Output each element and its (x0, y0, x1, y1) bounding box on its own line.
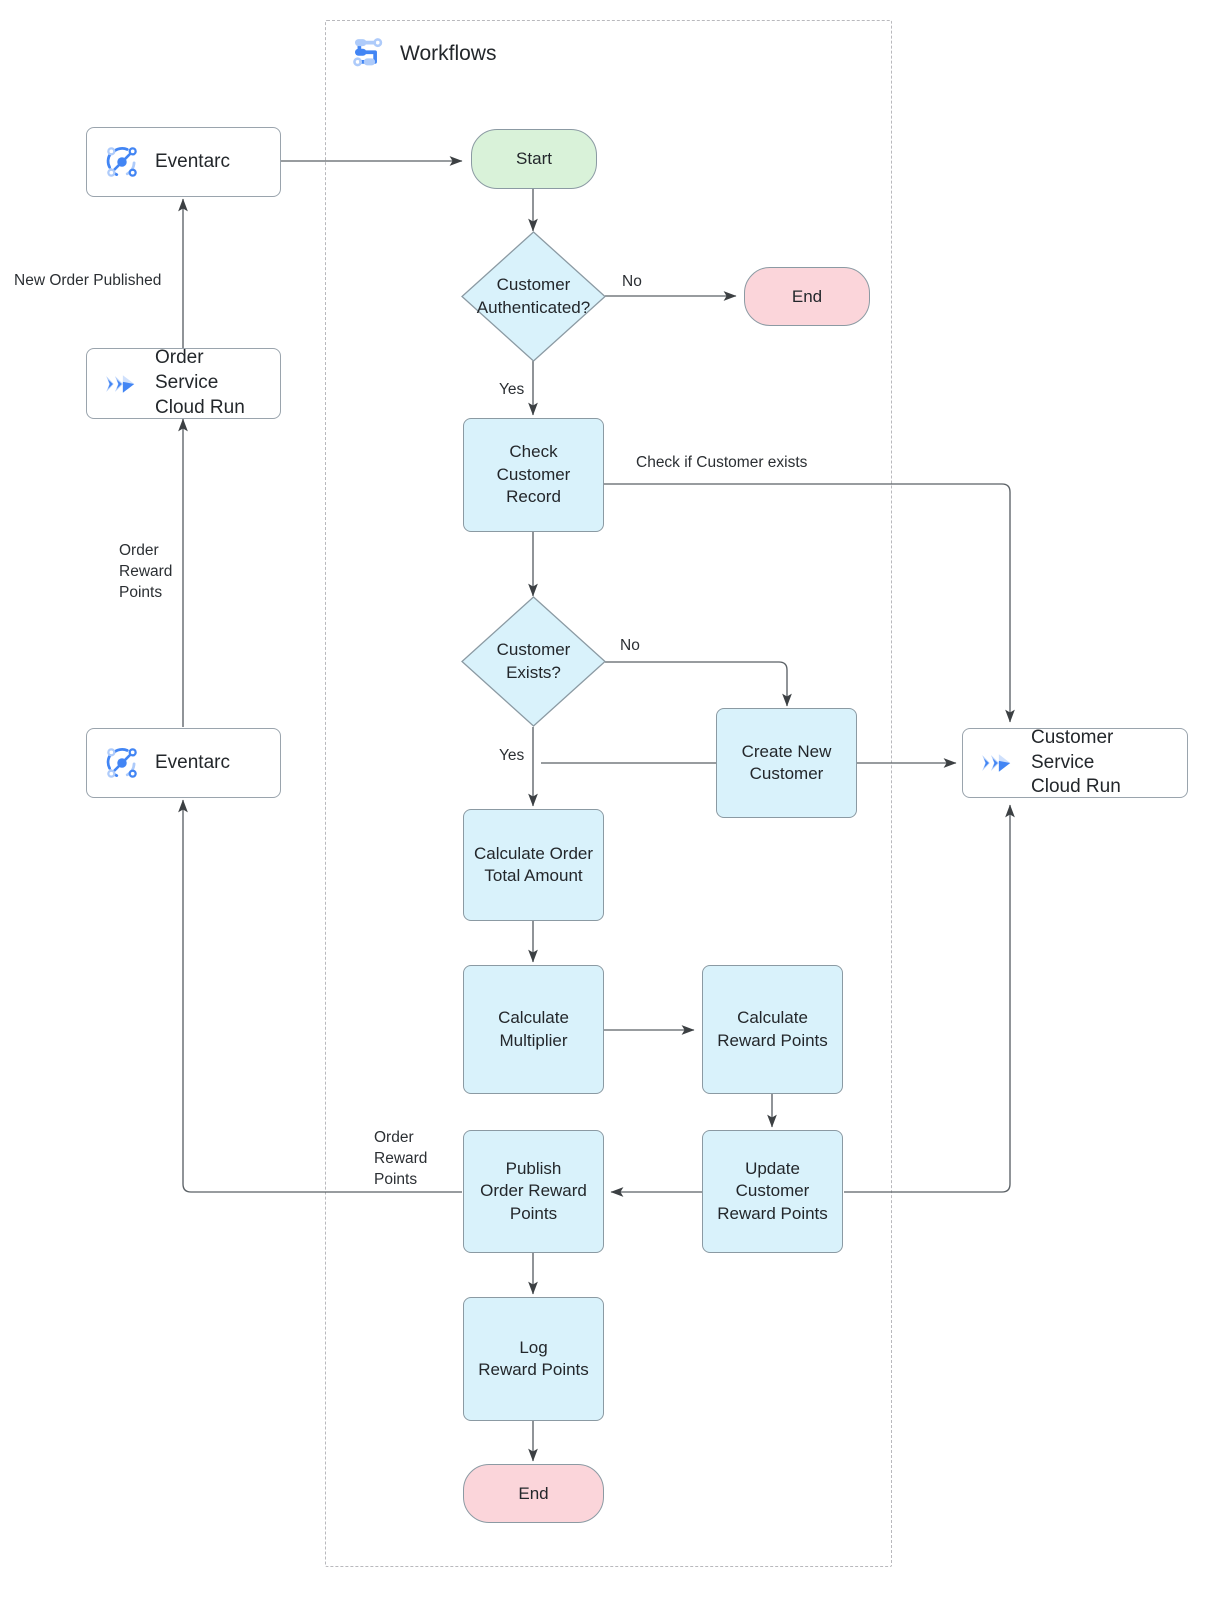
customer-service-cloud-run-card[interactable]: Customer Service Cloud Run (962, 726, 1188, 798)
node-calculate-order-total[interactable]: Calculate Order Total Amount (463, 809, 604, 921)
eventarc-bottom-card[interactable]: Eventarc (86, 728, 281, 798)
node-end-unauthenticated[interactable]: End (744, 267, 870, 326)
node-end-unauthenticated-label: End (791, 286, 823, 306)
node-log-reward-points[interactable]: Log Reward Points (463, 1297, 604, 1421)
order-service-cloud-run-label: Order Service Cloud Run (155, 347, 245, 418)
node-calculate-reward-points-label: Calculate Reward Points (717, 1008, 828, 1050)
node-customer-exists-label: Customer Exists? (496, 640, 571, 682)
node-start-label: Start (516, 149, 552, 168)
node-customer-exists[interactable]: Customer Exists? (461, 596, 606, 727)
edge-label-check-if-customer-exists: Check if Customer exists (636, 454, 808, 471)
node-calculate-multiplier[interactable]: Calculate Multiplier (463, 965, 604, 1094)
node-check-customer-record-label: Check Customer Record (496, 442, 571, 507)
node-calculate-multiplier-label: Calculate Multiplier (498, 1008, 569, 1050)
node-update-customer-reward-points-label: Update Customer Reward Points (717, 1158, 828, 1223)
node-publish-order-reward-points-label: Publish Order Reward Points (480, 1158, 587, 1223)
cloud-run-icon (982, 754, 1011, 772)
node-customer-authenticated[interactable]: Customer Authenticated? (461, 231, 606, 362)
edge-label-no-exists: No (620, 637, 640, 654)
edge-label-no-authenticated: No (622, 273, 642, 290)
workflows-boundary (325, 20, 892, 1567)
eventarc-bottom-label: Eventarc (155, 751, 230, 773)
node-calculate-reward-points[interactable]: Calculate Reward Points (702, 965, 843, 1094)
node-create-new-customer-label: Create New Customer (741, 741, 832, 783)
workflows-icon (353, 38, 383, 67)
edge-label-new-order-published: New Order Published (14, 272, 162, 289)
cloud-run-icon (106, 374, 135, 393)
node-end-final-label: End (518, 1483, 549, 1503)
eventarc-top-label: Eventarc (155, 150, 230, 172)
node-create-new-customer[interactable]: Create New Customer (716, 708, 857, 818)
edge-label-order-reward-points-publish: Order Reward Points (374, 1129, 428, 1189)
eventarc-icon (106, 147, 137, 177)
node-customer-authenticated-label: Customer Authenticated? (476, 275, 591, 317)
workflows-boundary-label: Workflows (400, 42, 497, 65)
order-service-cloud-run-card[interactable]: Order Service Cloud Run (86, 347, 281, 419)
eventarc-icon (106, 748, 137, 778)
decision-shape (461, 596, 606, 727)
edge-label-order-reward-points-left: Order Reward Points (119, 542, 173, 602)
node-calculate-order-total-label: Calculate Order Total Amount (473, 843, 594, 885)
decision-shape (461, 231, 606, 362)
node-check-customer-record[interactable]: Check Customer Record (463, 418, 604, 532)
node-publish-order-reward-points[interactable]: Publish Order Reward Points (463, 1130, 604, 1253)
eventarc-top-card[interactable]: Eventarc (86, 127, 281, 197)
customer-service-cloud-run-label: Customer Service Cloud Run (1031, 726, 1121, 798)
node-update-customer-reward-points[interactable]: Update Customer Reward Points (702, 1130, 843, 1253)
edge-label-yes-exists: Yes (499, 747, 525, 764)
node-log-reward-points-label: Log Reward Points (478, 1337, 589, 1379)
workflows-boundary-title: Workflows (348, 33, 496, 75)
node-start[interactable]: Start (471, 129, 597, 189)
edge-label-yes-authenticated: Yes (499, 381, 525, 398)
node-end-final[interactable]: End (463, 1464, 604, 1523)
